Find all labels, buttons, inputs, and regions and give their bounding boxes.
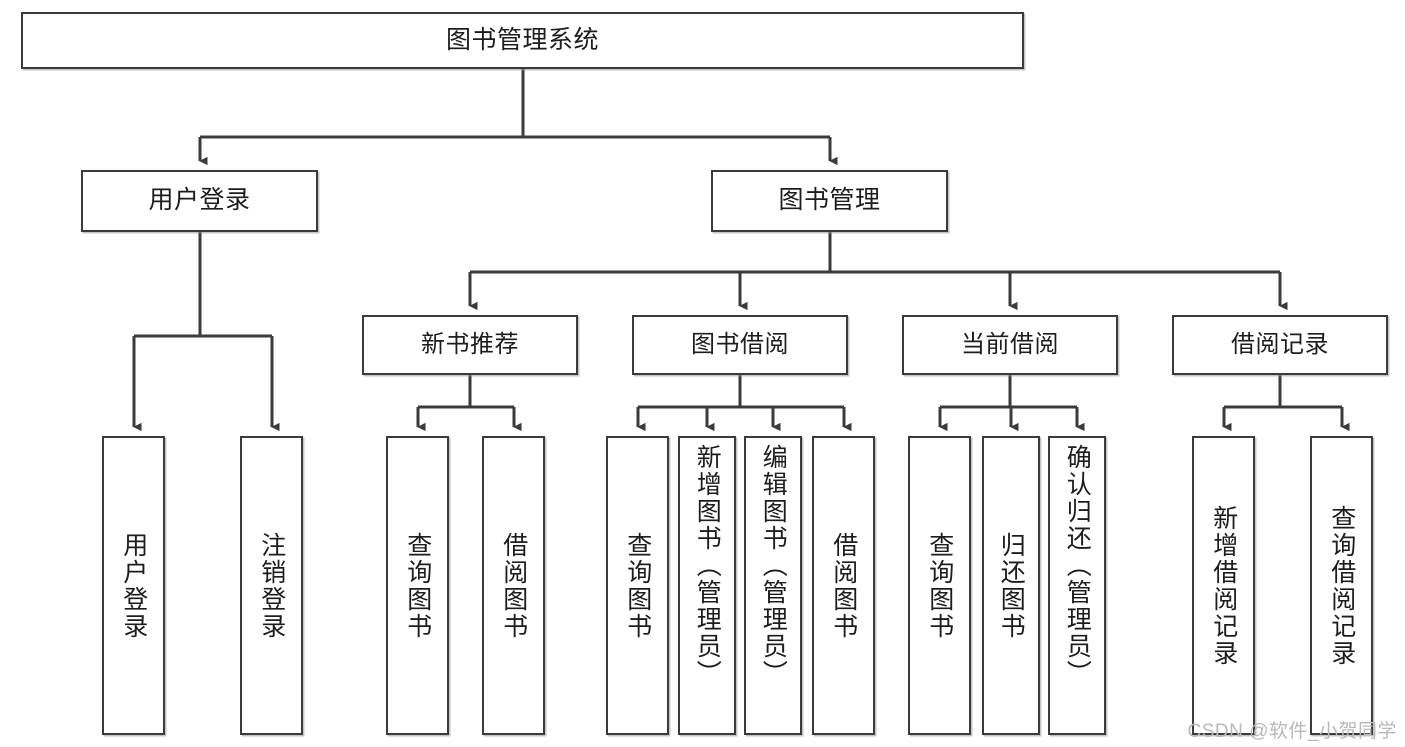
node-leaf-query-book-3-label: 查询图书 [925,531,954,640]
node-leaf-logout-login[interactable]: 注销登录 [240,436,303,735]
node-leaf-query-book-2[interactable]: 查询图书 [606,436,669,735]
node-root[interactable]: 图书管理系统 [21,12,1024,69]
node-current-borrow-label: 当前借阅 [961,330,1059,358]
node-user-login[interactable]: 用户登录 [81,170,318,232]
node-leaf-return-book-label: 归还图书 [997,531,1026,640]
node-leaf-borrow-book-2-label: 借阅图书 [829,531,858,640]
node-leaf-borrow-book-2[interactable]: 借阅图书 [812,436,875,735]
node-root-label: 图书管理系统 [445,25,599,54]
node-leaf-confirm-return-label: 确认归还（管理员） [1063,444,1092,687]
node-leaf-query-book-1-label: 查询图书 [403,531,432,640]
node-book-manage[interactable]: 图书管理 [711,170,948,232]
node-new-book-recommend[interactable]: 新书推荐 [362,315,578,375]
node-leaf-add-record-label: 新增借阅记录 [1209,504,1238,667]
node-leaf-add-record[interactable]: 新增借阅记录 [1192,436,1255,735]
node-leaf-borrow-book-1-label: 借阅图书 [499,531,528,640]
node-book-borrow-label: 图书借阅 [691,330,789,358]
watermark-text: CSDN @软件_小贺同学 [1187,721,1397,742]
node-new-book-recommend-label: 新书推荐 [421,330,519,358]
node-leaf-query-record[interactable]: 查询借阅记录 [1310,436,1373,735]
node-leaf-query-book-1[interactable]: 查询图书 [386,436,449,735]
node-leaf-query-record-label: 查询借阅记录 [1327,504,1356,667]
node-leaf-user-login[interactable]: 用户登录 [102,436,165,735]
node-borrow-record-label: 借阅记录 [1231,330,1329,358]
node-leaf-query-book-3[interactable]: 查询图书 [908,436,971,735]
node-leaf-borrow-book-1[interactable]: 借阅图书 [482,436,545,735]
node-user-login-label: 用户登录 [148,186,251,215]
node-leaf-add-book-label: 新增图书（管理员） [693,444,722,687]
node-current-borrow[interactable]: 当前借阅 [902,315,1118,375]
node-leaf-edit-book[interactable]: 编辑图书（管理员） [744,436,802,735]
node-leaf-edit-book-label: 编辑图书（管理员） [759,444,788,687]
node-leaf-logout-login-label: 注销登录 [257,531,286,640]
node-leaf-return-book[interactable]: 归还图书 [982,436,1040,735]
node-book-manage-label: 图书管理 [778,186,881,215]
node-borrow-record[interactable]: 借阅记录 [1172,315,1388,375]
node-leaf-confirm-return[interactable]: 确认归还（管理员） [1048,436,1106,735]
node-book-borrow[interactable]: 图书借阅 [632,315,848,375]
node-leaf-add-book[interactable]: 新增图书（管理员） [678,436,736,735]
node-leaf-query-book-2-label: 查询图书 [623,531,652,640]
node-leaf-user-login-label: 用户登录 [119,531,148,640]
